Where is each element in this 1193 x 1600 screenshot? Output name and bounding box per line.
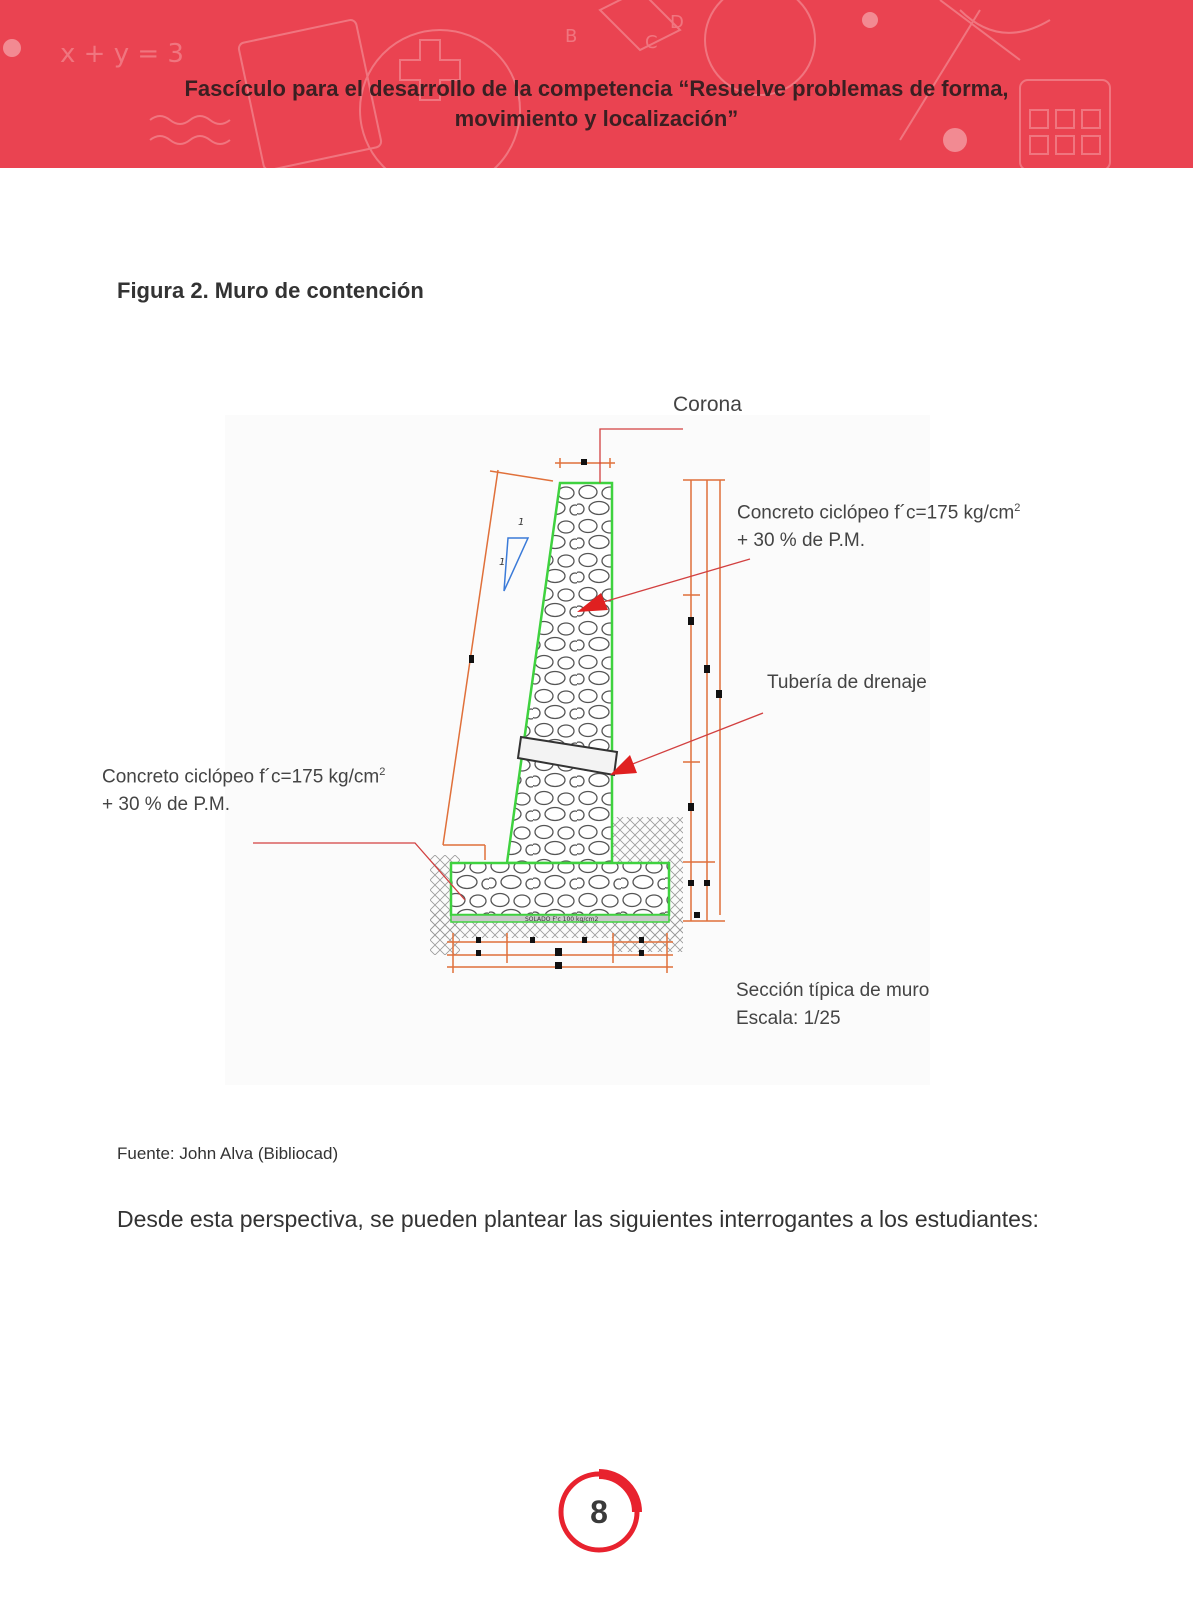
label-drainage: Tubería de drenaje [767, 672, 927, 693]
slope-label-top: 1 [518, 517, 524, 528]
header-title-line1: Fascículo para el desarrollo de la compe… [184, 76, 1009, 101]
drainage-pipe [516, 735, 619, 777]
drainage-leader [629, 712, 764, 766]
label-section-title: Sección típica de muro [736, 980, 930, 1001]
page-header: x + y = 3 B D C Fascículo para el desarr… [0, 0, 1193, 168]
label-concrete-right: Concreto ciclópeo f´c=175 kg/cm2 + 30 % … [737, 494, 1020, 555]
label-concrete-right-line2: + 30 % de P.M. [737, 530, 865, 552]
wall-stem [505, 481, 614, 865]
page-number-badge: 8 [555, 1468, 643, 1556]
dimension-marker [688, 617, 694, 625]
slope-label-side: 1 [499, 557, 505, 568]
dimension-marker [530, 937, 535, 943]
label-concrete-left-line1: Concreto ciclópeo f´c=175 kg/cm [102, 766, 380, 788]
label-concrete-left-line2: + 30 % de P.M. [102, 794, 230, 816]
figure-source: Fuente: John Alva (Bibliocad) [117, 1144, 339, 1163]
concrete-right-arrow [577, 593, 608, 612]
concrete-right-leader [599, 558, 751, 604]
dimension-marker [476, 950, 481, 956]
dimension-marker [694, 912, 700, 918]
header-title: Fascículo para el desarrollo de la compe… [80, 74, 1113, 134]
page-number: 8 [590, 1494, 608, 1530]
dimension-marker [582, 937, 587, 943]
svg-text:x + y = 3: x + y = 3 [60, 39, 184, 69]
dimension-marker [581, 459, 587, 465]
label-concrete-right-line1: Concreto ciclópeo f´c=175 kg/cm [737, 502, 1015, 524]
retaining-wall-svg: SOLADO F'c 100 kg/cm2 1 1 [253, 428, 764, 973]
corona-leader [599, 428, 683, 483]
svg-text:B: B [565, 26, 577, 47]
label-scale: Escala: 1/25 [736, 1008, 841, 1029]
drainage-arrow [610, 755, 637, 775]
dimension-marker [688, 803, 694, 811]
dimension-marker [704, 880, 710, 886]
dimension-marker [639, 937, 644, 943]
header-title-line2: movimiento y localización” [454, 106, 739, 131]
label-concrete-right-sup: 2 [1014, 502, 1021, 514]
dimension-marker [555, 948, 562, 956]
body-paragraph: Desde esta perspectiva, se pueden plante… [117, 1206, 1039, 1232]
label-section: Sección típica de muro Escala: 1/25 [736, 977, 929, 1033]
svg-text:C: C [645, 32, 658, 53]
figure-title: Figura 2. Muro de contención [117, 278, 424, 303]
dimension-marker [704, 665, 710, 673]
dimension-marker [476, 937, 481, 943]
solado-text: SOLADO F'c 100 kg/cm2 [525, 916, 598, 923]
header-math-doodles: x + y = 3 B D C [3, 0, 1111, 168]
dimension-right [683, 479, 725, 922]
dimension-marker [716, 690, 722, 698]
slope-triangle [503, 537, 530, 592]
solado-strip [450, 914, 670, 923]
concrete-left-leader [253, 842, 466, 901]
dimension-marker [555, 962, 562, 969]
wall-footing [449, 861, 671, 917]
page-number-ring [558, 1469, 642, 1553]
retaining-wall-drawing: SOLADO F'c 100 kg/cm2 1 1 [225, 415, 930, 1085]
label-concrete-left-sup: 2 [379, 766, 386, 778]
svg-text:D: D [670, 12, 684, 33]
dimension-marker [688, 880, 694, 886]
dimension-marker [639, 950, 644, 956]
dimension-marker [469, 655, 474, 663]
label-concrete-left: Concreto ciclópeo f´c=175 kg/cm2 + 30 % … [102, 758, 385, 819]
label-corona: Corona [673, 393, 742, 416]
